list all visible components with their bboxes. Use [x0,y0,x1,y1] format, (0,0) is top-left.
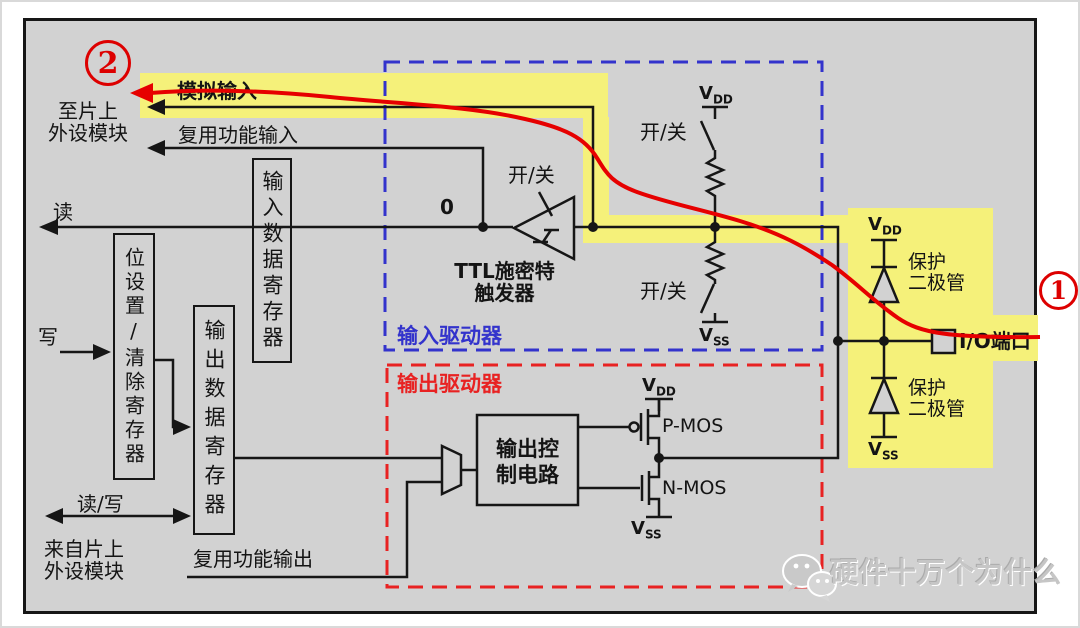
output-driver-box [385,363,824,589]
nmos-label: N-MOS [662,477,727,499]
protection-diode-lower-icon [868,341,900,439]
pullup-switch-icon [699,105,728,151]
pullup-resistor-icon [703,150,727,227]
schmitt-on-off-label: 开/关 [508,163,555,187]
trace-path [149,88,1041,340]
pullup-vdd-label: VDD [699,83,733,107]
mux-icon [440,444,463,496]
highlight-analog-band [140,73,608,118]
input-data-register-label: 输入数据寄存器 [260,169,284,352]
output-driver-label: 输出驱动器 [397,372,502,396]
protection-diode-upper-label: 保护 二极管 [908,251,966,294]
pulldown-vss-label: VSS [699,325,730,349]
output-data-register-label: 输出数据寄存器 [202,318,226,522]
read-label: 读 [53,200,73,224]
pmos-icon [628,397,673,458]
read-write-right-arrowhead [173,508,191,524]
read-arrowhead [39,219,58,235]
schmitt-trigger-icon [511,191,576,262]
diode-vss-label: VSS [868,439,899,463]
pulldown-resistor-icon [703,227,727,284]
af-output-label: 复用功能输出 [193,547,313,571]
pullup-on-off-label: 开/关 [640,120,687,144]
analog-input-line [156,105,595,227]
to-onchip-label: 至片上 外设模块 [48,99,128,145]
write-arrowhead [93,344,111,360]
trace-arrowhead [130,83,153,103]
read-write-left-arrowhead [45,508,63,524]
af-input-label: 复用功能输入 [178,123,298,147]
output-data-register: 输出数据寄存器 [193,305,235,535]
af-input-arrowhead [147,140,165,156]
read-write-label: 读/写 [77,492,124,516]
input-data-register: 输入数据寄存器 [252,158,292,363]
pmos-label: P-MOS [662,415,724,437]
analog-input-arrowhead [147,99,165,115]
highlight-protection-block [848,208,993,468]
watermark-text: 硬件十万个为什么 [830,556,1063,589]
zero-label: 0 [440,195,454,219]
input-driver-box [383,60,824,352]
bit-set-clear-register-label: 位设置/清除寄存器 [121,246,146,467]
pulldown-switch-icon [699,283,728,324]
write-label: 写 [38,325,58,349]
nmos-icon [640,458,672,519]
pulldown-on-off-label: 开/关 [640,279,687,303]
protection-diode-lower-label: 保护 二极管 [908,377,966,420]
wechat-icon [782,554,837,602]
output-control-box [475,413,580,507]
nmos-vss-label: VSS [631,518,662,542]
bit-set-clear-register: 位设置/清除寄存器 [113,233,155,480]
marker-1: 1 [1039,271,1078,310]
output-control-label: 输出控 制电路 [496,437,559,488]
af-input-line [156,146,485,227]
junction-dots [478,222,889,463]
pmos-vdd-label: VDD [642,375,676,399]
input-driver-label: 输入驱动器 [397,324,502,348]
af-output-line [187,480,442,579]
schmitt-trigger-label: TTL施密特 触发器 [454,259,555,305]
marker-2: 2 [85,40,131,86]
bsc-odr-arrowhead [173,419,191,435]
from-onchip-label: 来自片上 外设模块 [44,537,124,583]
diode-vdd-label: VDD [868,214,902,238]
